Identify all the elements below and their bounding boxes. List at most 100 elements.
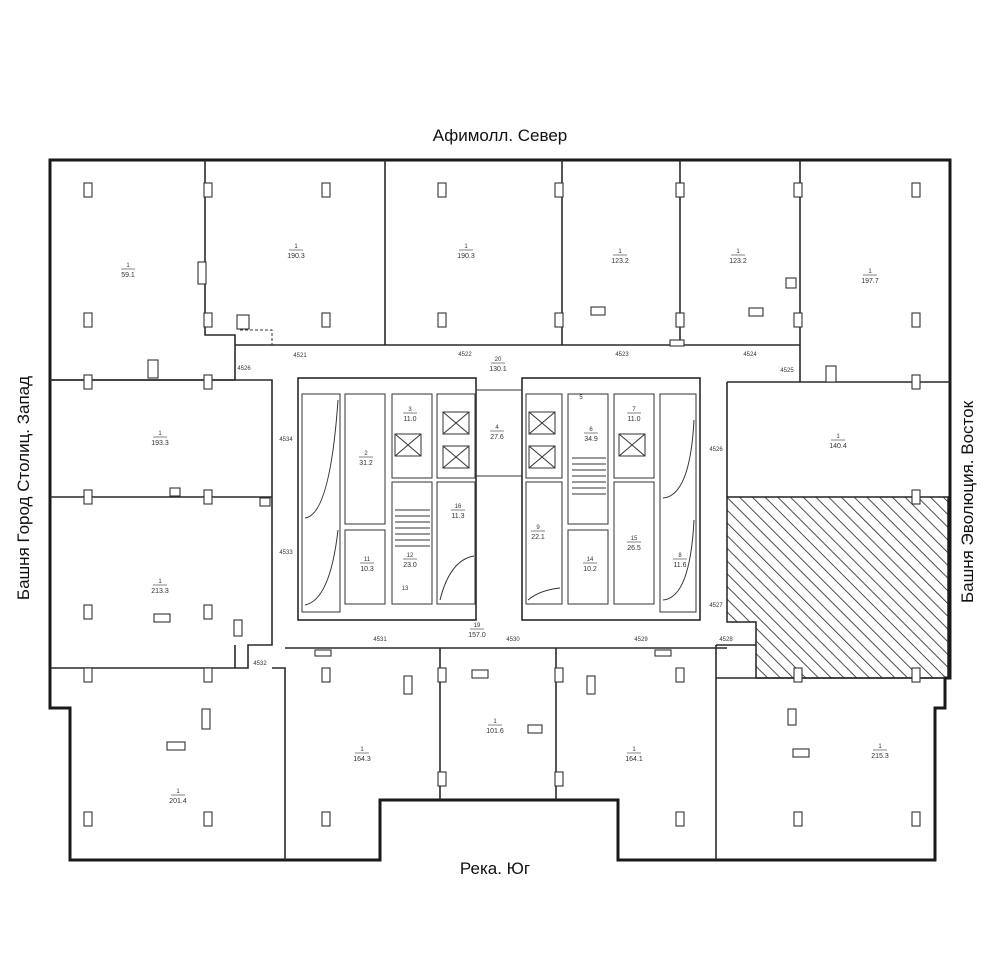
room-number: 9 xyxy=(536,525,540,531)
room-label-s13: 13 xyxy=(402,586,409,592)
room-number: 1 xyxy=(158,431,162,437)
dimension-tag: 4528 xyxy=(719,637,733,643)
room-area: 23.0 xyxy=(403,562,417,569)
room-label-r5: 1 123.2 xyxy=(729,249,747,265)
room-area: 201.4 xyxy=(169,798,187,805)
room-number: 5 xyxy=(579,395,583,401)
room-area: 197.7 xyxy=(861,278,879,285)
dimension-tag: 4532 xyxy=(253,661,267,667)
room-label-r3: 1 190.3 xyxy=(457,244,475,260)
room-area: 164.3 xyxy=(353,756,371,763)
room-number: 1 xyxy=(868,269,872,275)
room-number: 14 xyxy=(587,557,594,563)
room-area: 10.2 xyxy=(583,566,597,573)
columns xyxy=(83,182,921,827)
room-area: 157.0 xyxy=(468,632,486,639)
room-number: 7 xyxy=(632,407,636,413)
room-label-r7: 1 193.3 xyxy=(151,431,169,447)
room-label-s4: 427.6 xyxy=(490,425,504,441)
room-number: 1 xyxy=(176,789,180,795)
north-direction-label: Афимолл. Север xyxy=(432,126,568,145)
room-number: 16 xyxy=(455,504,462,510)
room-number: 1 xyxy=(360,747,364,753)
room-number: 1 xyxy=(736,249,740,255)
room-label-s9: 922.1 xyxy=(531,525,545,541)
dimension-tag: 4531 xyxy=(373,637,387,643)
core xyxy=(297,377,701,621)
room-number: 2 xyxy=(364,451,368,457)
room-number: 4 xyxy=(495,425,499,431)
room-number: 1 xyxy=(158,579,162,585)
room-number: 1 xyxy=(878,744,882,750)
room-area: 11.6 xyxy=(673,562,686,569)
dimension-tag: 4526 xyxy=(237,366,251,372)
room-area: 22.1 xyxy=(531,534,545,541)
room-area: 11.0 xyxy=(403,416,416,423)
room-label-r10: 1 201.4 xyxy=(169,789,187,805)
room-label-s14: 14 10.2 xyxy=(583,557,597,573)
south-direction-label: Река. Юг xyxy=(459,859,531,878)
room-number: 19 xyxy=(474,623,481,629)
room-area: 101.6 xyxy=(486,728,504,735)
dimension-tag: 4523 xyxy=(615,352,629,358)
room-number: 1 xyxy=(618,249,622,255)
room-area: 193.3 xyxy=(151,440,169,447)
room-number: 1 xyxy=(632,747,636,753)
outer-wall xyxy=(48,158,952,862)
dimension-tag: 4521 xyxy=(293,353,307,359)
room-number: 1 xyxy=(464,244,468,250)
room-labels: 159.11190.31190.31123.21123.21197.71193.… xyxy=(121,244,889,805)
room-number: 1 xyxy=(493,719,497,725)
room-area: 130.1 xyxy=(489,366,507,373)
room-number: 1 xyxy=(836,434,840,440)
room-label-r6: 1 197.7 xyxy=(861,269,879,285)
room-area: 123.2 xyxy=(729,258,747,265)
room-label-s3: 311.0 xyxy=(403,407,417,423)
room-label-r13: 1 164.1 xyxy=(625,747,643,763)
room-area: 26.5 xyxy=(627,545,641,552)
room-number: 12 xyxy=(407,553,414,559)
room-label-c20: 20 130.1 xyxy=(489,357,507,373)
dimension-tag: 4527 xyxy=(709,603,723,609)
room-area: 164.1 xyxy=(625,756,643,763)
dimension-tag: 4534 xyxy=(279,437,293,443)
dimension-tag: 4522 xyxy=(458,352,472,358)
room-area: 59.1 xyxy=(121,272,135,279)
room-label-s12: 12 23.0 xyxy=(403,553,417,569)
hatched-area xyxy=(726,496,949,679)
room-area: 215.3 xyxy=(871,753,889,760)
room-label-r1: 159.1 xyxy=(121,263,135,279)
room-label-s8: 811.6 xyxy=(673,553,687,569)
dimension-tag: 4525 xyxy=(780,368,794,374)
room-area: 190.3 xyxy=(457,253,475,260)
room-area: 213.3 xyxy=(151,588,169,595)
room-area: 11.0 xyxy=(627,416,640,423)
dimension-tag: 4524 xyxy=(743,352,757,358)
room-label-s6: 634.9 xyxy=(584,427,598,443)
room-label-c19: 19 157.0 xyxy=(468,623,486,639)
dimension-tag: 4533 xyxy=(279,550,293,556)
room-number: 15 xyxy=(631,536,638,542)
room-number: 8 xyxy=(678,553,682,559)
room-label-r14: 1 215.3 xyxy=(871,744,889,760)
dimension-tag: 4529 xyxy=(634,637,648,643)
room-number: 6 xyxy=(589,427,593,433)
room-number: 11 xyxy=(364,557,371,563)
room-area: 31.2 xyxy=(359,460,373,467)
dimension-tag: 4526 xyxy=(709,447,723,453)
room-number: 1 xyxy=(294,244,298,250)
room-label-r12: 1 101.6 xyxy=(486,719,504,735)
room-area: 140.4 xyxy=(829,443,847,450)
room-number: 13 xyxy=(402,586,409,592)
room-label-s2: 231.2 xyxy=(359,451,373,467)
room-number: 1 xyxy=(126,263,130,269)
room-area: 27.6 xyxy=(490,434,504,441)
room-number: 20 xyxy=(495,357,502,363)
room-label-s15: 15 26.5 xyxy=(627,536,641,552)
